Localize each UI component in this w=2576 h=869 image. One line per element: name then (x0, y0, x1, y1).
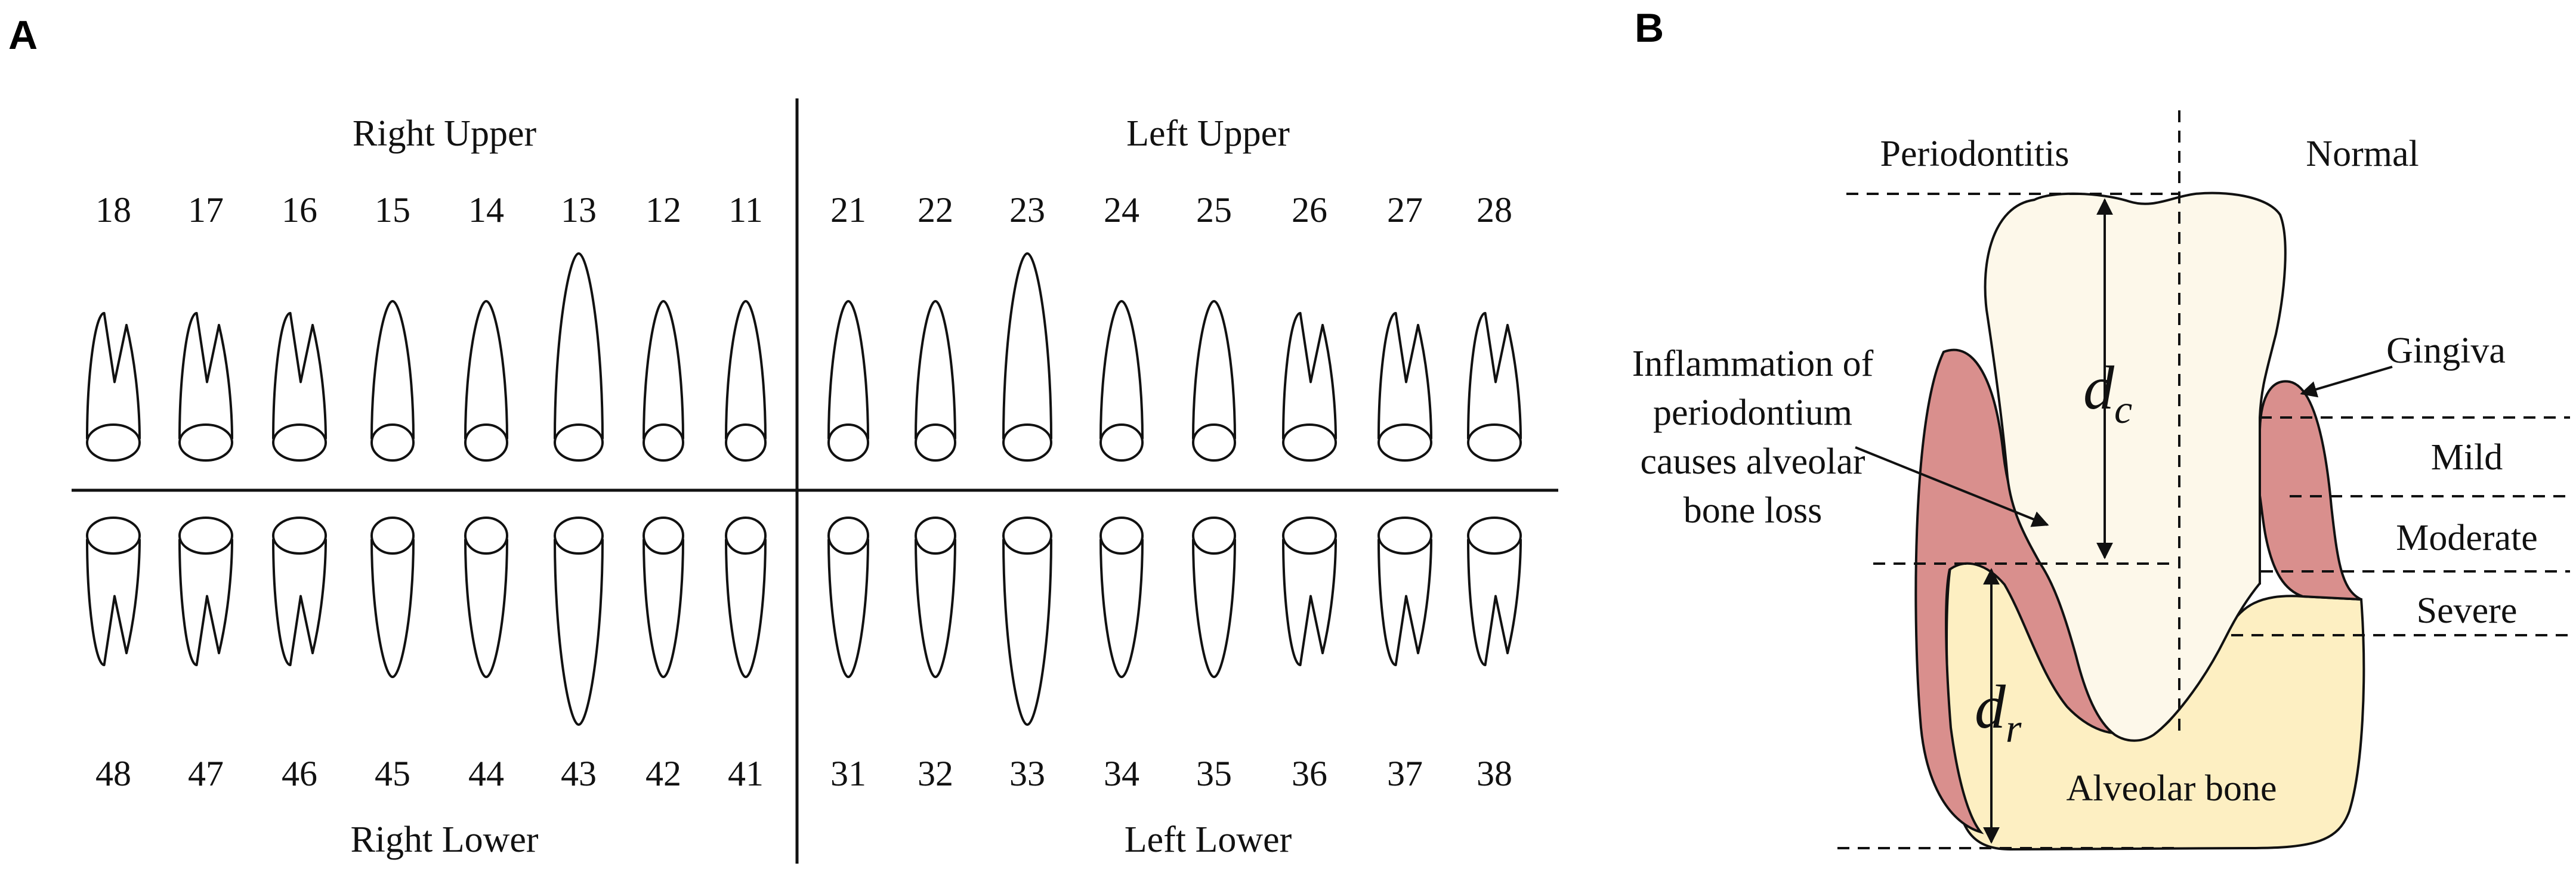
upper-tooth-outline (1192, 300, 1236, 462)
lower-tooth-number: 42 (645, 754, 681, 793)
upper-tooth-number: 18 (95, 190, 131, 230)
label-left-upper: Left Upper (1126, 113, 1290, 154)
label-right-upper: Right Upper (353, 113, 537, 154)
lower-tooth-outline (827, 517, 869, 678)
lower-tooth-number: 48 (95, 754, 131, 793)
lower-tooth-outline (464, 517, 508, 678)
label-left-lower: Left Lower (1125, 819, 1292, 860)
lower-tooth-outline (1467, 517, 1522, 666)
label-right-lower: Right Lower (350, 819, 538, 860)
label-periodontitis: Periodontitis (1880, 134, 2070, 174)
upper-tooth-number: 24 (1104, 190, 1139, 230)
lower-tooth-number: 44 (468, 754, 504, 793)
dr-symbol: d (1975, 673, 2006, 741)
lower-tooth-outline (1002, 517, 1052, 726)
dc-symbol: d (2083, 354, 2115, 422)
lower-tooth-number: 34 (1104, 754, 1139, 793)
panel-a: A Right Upper Left Upper Right Lower Lef… (8, 13, 1558, 864)
inflammation-line-2: periodontium (1653, 392, 1852, 433)
inflammation-pointer (1855, 446, 2049, 527)
upper-tooth-number: 17 (188, 190, 224, 230)
label-severe: Severe (2417, 590, 2518, 631)
upper-tooth-number: 13 (561, 190, 597, 230)
upper-tooth-number: 25 (1196, 190, 1232, 230)
lower-teeth (86, 517, 1522, 726)
inflammation-line-1: Inflammation of (1632, 344, 1874, 384)
label-normal: Normal (2306, 134, 2419, 174)
lower-tooth-number: 45 (375, 754, 410, 793)
upper-tooth-outline (464, 300, 508, 462)
lower-tooth-number: 47 (188, 754, 224, 793)
upper-tooth-number: 28 (1477, 190, 1512, 230)
upper-tooth-number: 14 (468, 190, 504, 230)
upper-tooth-outline (725, 300, 767, 462)
gingiva-pointer (2300, 366, 2393, 398)
upper-tooth-number: 12 (645, 190, 681, 230)
upper-tooth-outline (1099, 300, 1144, 462)
label-gingiva: Gingiva (2386, 330, 2506, 371)
lower-tooth-outline (1377, 517, 1432, 666)
lower-tooth-number: 38 (1477, 754, 1512, 793)
lower-tooth-outline (86, 517, 141, 666)
upper-tooth-outline (554, 252, 604, 462)
label-mild: Mild (2431, 437, 2503, 478)
lower-tooth-number: 43 (561, 754, 597, 793)
lower-tooth-outline (178, 517, 233, 666)
lower-tooth-number: 32 (918, 754, 953, 793)
lower-tooth-outline (370, 517, 415, 678)
lower-tooth-number: 33 (1009, 754, 1045, 793)
panel-b-letter: B (1635, 5, 1664, 51)
dc-subscript: c (2114, 386, 2132, 432)
upper-tooth-number: 27 (1387, 190, 1423, 230)
label-moderate: Moderate (2396, 518, 2538, 558)
dr-label: dr (1975, 673, 2022, 751)
dc-label: dc (2083, 354, 2132, 432)
inflammation-line-4: bone loss (1684, 490, 1823, 531)
inflammation-line-3: causes alveolar (1641, 441, 1865, 482)
lower-tooth-number: 36 (1292, 754, 1327, 793)
lower-tooth-number: 41 (728, 754, 764, 793)
upper-tooth-number: 22 (918, 190, 953, 230)
upper-tooth-outline (915, 300, 956, 462)
lower-tooth-numbers: 48 47 46 45 44 43 42 41 31 32 33 34 35 36 37 38 (95, 754, 1512, 793)
upper-tooth-outline (1282, 312, 1337, 462)
upper-tooth-number: 23 (1009, 190, 1045, 230)
lower-tooth-number: 37 (1387, 754, 1423, 793)
upper-tooth-numbers: 18 17 16 15 14 13 12 11 21 22 23 24 25 26 27 28 (95, 190, 1512, 230)
upper-tooth-outline (1377, 312, 1432, 462)
lower-tooth-outline (1192, 517, 1236, 678)
upper-tooth-outline (370, 300, 415, 462)
upper-tooth-outline (1467, 312, 1522, 462)
label-alveolar-bone: Alveolar bone (2067, 768, 2277, 809)
panel-b: B Periodontitis Normal dc dr Gingiva Mil… (1632, 5, 2570, 851)
upper-tooth-outline (178, 312, 233, 462)
upper-tooth-number: 11 (728, 190, 763, 230)
upper-teeth (86, 252, 1522, 462)
upper-tooth-outline (827, 300, 869, 462)
dr-subscript: r (2006, 706, 2022, 751)
lower-tooth-outline (1282, 517, 1337, 666)
lower-tooth-outline (915, 517, 956, 678)
upper-tooth-outline (643, 300, 684, 462)
upper-tooth-number: 26 (1292, 190, 1327, 230)
lower-tooth-outline (725, 517, 767, 678)
upper-tooth-outline (1002, 252, 1052, 462)
lower-tooth-number: 35 (1196, 754, 1232, 793)
lower-tooth-outline (272, 517, 327, 666)
upper-tooth-number: 15 (375, 190, 410, 230)
upper-tooth-outline (272, 312, 327, 462)
panel-a-letter: A (8, 13, 38, 58)
lower-tooth-outline (1099, 517, 1144, 678)
tooth-shape (1984, 191, 2287, 742)
lower-tooth-outline (554, 517, 604, 726)
upper-tooth-outline (86, 312, 141, 462)
lower-tooth-outline (643, 517, 684, 678)
upper-tooth-number: 16 (282, 190, 317, 230)
lower-tooth-number: 46 (282, 754, 317, 793)
lower-tooth-number: 31 (830, 754, 866, 793)
upper-tooth-number: 21 (830, 190, 866, 230)
